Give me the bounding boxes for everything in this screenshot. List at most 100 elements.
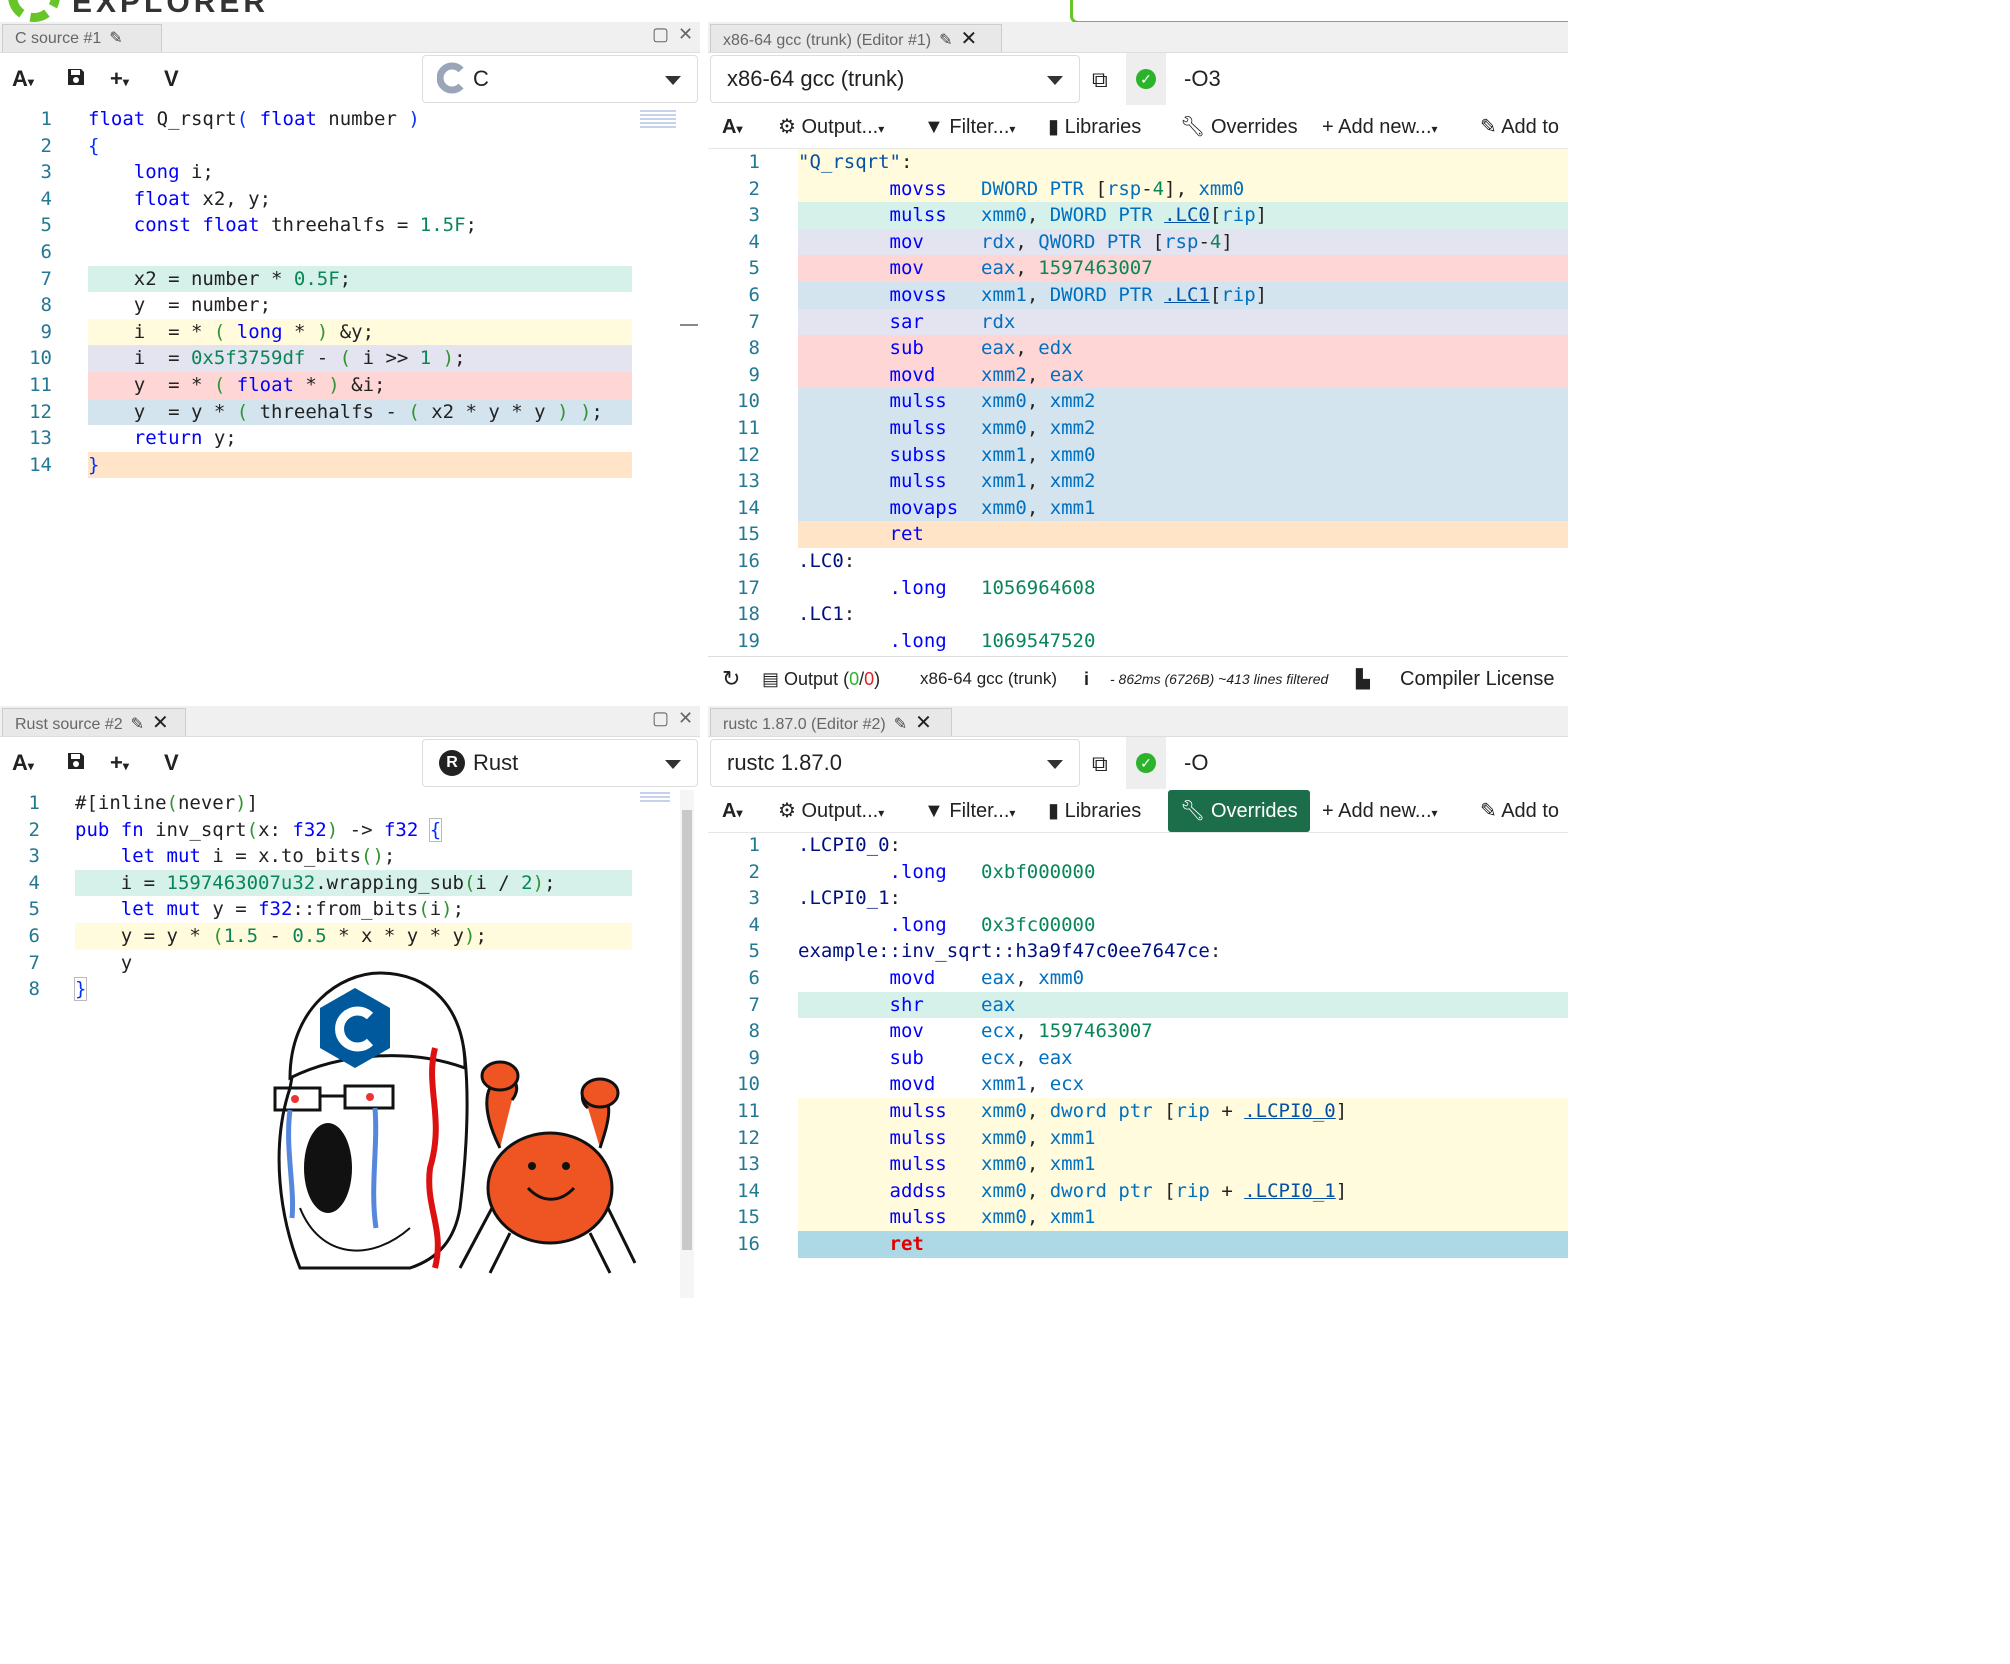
code-line[interactable]: 10 mulss xmm0, xmm2 <box>708 388 1568 415</box>
code-line[interactable]: 3.LCPI0_1: <box>708 885 1568 912</box>
code-line[interactable]: 1.LCPI0_0: <box>708 832 1568 859</box>
code-line[interactable]: 8 y = number; <box>0 292 632 319</box>
filter-menu[interactable]: ▼ Filter...▾ <box>924 116 1016 138</box>
overrides-button[interactable]: 🔧︎ Overrides <box>1180 106 1298 148</box>
compiler-license-link[interactable]: Compiler License <box>1400 668 1555 690</box>
output-status[interactable]: ▤ Output (0/0) <box>762 657 880 700</box>
code-line[interactable]: 14 addss xmm0, dword ptr [rip + .LCPI0_1… <box>708 1177 1568 1205</box>
code-line[interactable]: 3 let mut i = x.to_bits(); <box>0 843 632 870</box>
code-line[interactable]: 12 mulss xmm0, xmm1 <box>708 1124 1568 1152</box>
pencil-icon[interactable]: ✎ <box>109 30 123 47</box>
libraries-button[interactable]: ▮ Libraries <box>1048 790 1141 832</box>
code-line[interactable]: 18.LC1: <box>708 601 1568 628</box>
code-line[interactable]: 9 movd xmm2, eax <box>708 361 1568 389</box>
tab-c-source[interactable]: C source #1✎ <box>2 24 162 52</box>
save-icon[interactable] <box>66 67 86 87</box>
add-to-menu[interactable]: ✎ Add to <box>1480 790 1559 832</box>
popout-icon[interactable]: ⧉ <box>1092 751 1108 776</box>
font-size-icon[interactable]: A▾ <box>722 116 743 138</box>
code-line[interactable]: 7 sar rdx <box>708 308 1568 336</box>
code-line[interactable]: 19 .long 1069547520 <box>708 628 1568 655</box>
code-line[interactable]: 9 sub ecx, eax <box>708 1045 1568 1072</box>
gcc-asm-view[interactable]: 1"Q_rsqrt":2 movss DWORD PTR [rsp-4], xm… <box>708 149 1568 654</box>
pencil-icon[interactable]: ✎ <box>939 32 953 49</box>
close-icon[interactable]: ✕ <box>152 712 169 734</box>
code-line[interactable]: 16.LC0: <box>708 548 1568 575</box>
pencil-icon[interactable]: ✎ <box>893 716 908 733</box>
pencil-icon[interactable]: ✎ <box>130 716 145 733</box>
filter-menu[interactable]: ▼ Filter...▾ <box>924 800 1016 822</box>
code-line[interactable]: 14} <box>0 451 632 479</box>
code-line[interactable]: 6 <box>0 239 632 266</box>
vim-icon[interactable]: V <box>164 750 179 775</box>
code-line[interactable]: 7 shr eax <box>708 991 1568 1019</box>
code-line[interactable]: 12 y = y * ( threehalfs - ( x2 * y * y )… <box>0 398 632 426</box>
code-line[interactable]: 6 y = y * (1.5 - 0.5 * x * y * y); <box>0 923 632 950</box>
code-line[interactable]: 5 mov eax, 1597463007 <box>708 255 1568 282</box>
add-new-menu[interactable]: + Add new...▾ <box>1322 800 1438 822</box>
code-line[interactable]: 17 .long 1056964608 <box>708 575 1568 602</box>
code-line[interactable]: 4 i = 1597463007u32.wrapping_sub(i / 2); <box>0 869 632 897</box>
histogram-icon[interactable]: ▙ <box>1356 669 1370 689</box>
code-line[interactable]: 4 float x2, y; <box>0 186 632 213</box>
code-line[interactable]: 14 movaps xmm0, xmm1 <box>708 494 1568 522</box>
vertical-scrollbar[interactable] <box>680 790 694 1298</box>
code-line[interactable]: 16 ret <box>708 1231 1568 1258</box>
code-line[interactable]: 3 long i; <box>0 159 632 186</box>
code-line[interactable]: 11 mulss xmm0, xmm2 <box>708 415 1568 442</box>
code-line[interactable]: 5 let mut y = f32::from_bits(i); <box>0 896 632 923</box>
tab-rustc[interactable]: rustc 1.87.0 (Editor #2)✎✕ <box>710 708 952 736</box>
refresh-icon[interactable]: ↻ <box>722 666 741 691</box>
output-menu[interactable]: ⚙ Output...▾ <box>778 116 885 138</box>
libraries-button[interactable]: ▮ Libraries <box>1048 106 1141 148</box>
code-line[interactable]: 13 mulss xmm0, xmm1 <box>708 1151 1568 1178</box>
maximize-icon[interactable]: ▢ <box>652 24 670 44</box>
add-to-menu[interactable]: ✎ Add to <box>1480 106 1559 148</box>
code-line[interactable]: 10 movd xmm1, ecx <box>708 1071 1568 1098</box>
close-icon[interactable]: ✕ <box>915 712 932 734</box>
code-line[interactable]: 8} <box>0 976 632 1003</box>
popout-icon[interactable]: ⧉ <box>1092 67 1108 92</box>
code-line[interactable]: 2 movss DWORD PTR [rsp-4], xmm0 <box>708 175 1568 203</box>
code-line[interactable]: 7 x2 = number * 0.5F; <box>0 265 632 293</box>
add-plus-icon[interactable]: +▾ <box>110 750 129 775</box>
save-icon[interactable] <box>66 751 86 771</box>
maximize-icon[interactable]: ▢ <box>652 708 670 728</box>
close-icon[interactable]: ✕ <box>960 28 978 50</box>
code-line[interactable]: 6 movd eax, xmm0 <box>708 965 1568 992</box>
compiler-flags-input[interactable]: -O3 <box>1184 66 1221 91</box>
tab-rust-source[interactable]: Rust source #2✎✕ <box>2 708 186 736</box>
scrollbar-thumb[interactable] <box>682 810 692 1250</box>
tab-gcc[interactable]: x86-64 gcc (trunk) (Editor #1)✎✕ <box>710 24 1002 52</box>
code-line[interactable]: 7 y <box>0 950 632 977</box>
code-line[interactable]: 8 mov ecx, 1597463007 <box>708 1018 1568 1045</box>
close-icon[interactable]: ✕ <box>678 708 694 728</box>
code-line[interactable]: 1"Q_rsqrt": <box>708 149 1568 176</box>
code-line[interactable]: 8 sub eax, edx <box>708 335 1568 362</box>
code-line[interactable]: 15 ret <box>708 521 1568 548</box>
code-line[interactable]: 13 return y; <box>0 425 632 452</box>
code-line[interactable]: 2 .long 0xbf000000 <box>708 859 1568 886</box>
close-icon[interactable]: ✕ <box>678 24 694 44</box>
font-size-icon[interactable]: A▾ <box>12 750 34 775</box>
font-size-icon[interactable]: A▾ <box>722 800 743 822</box>
vim-icon[interactable]: V <box>164 66 179 91</box>
code-line[interactable]: 2{ <box>0 133 632 160</box>
add-new-menu[interactable]: + Add new...▾ <box>1322 116 1438 138</box>
compiler-select[interactable]: x86-64 gcc (trunk) <box>710 55 1080 103</box>
code-line[interactable]: 4 mov rdx, QWORD PTR [rsp-4] <box>708 228 1568 256</box>
font-size-icon[interactable]: A▾ <box>12 66 34 91</box>
code-line[interactable]: 1#[inline(never)] <box>0 790 632 817</box>
output-menu[interactable]: ⚙ Output...▾ <box>778 800 885 822</box>
code-line[interactable]: 11 mulss xmm0, dword ptr [rip + .LCPI0_0… <box>708 1098 1568 1125</box>
code-line[interactable]: 15 mulss xmm0, xmm1 <box>708 1204 1568 1231</box>
code-line[interactable]: 6 movss xmm1, DWORD PTR .LC1[rip] <box>708 282 1568 309</box>
language-select[interactable]: R Rust <box>422 739 698 787</box>
code-line[interactable]: 3 mulss xmm0, DWORD PTR .LC0[rip] <box>708 202 1568 229</box>
